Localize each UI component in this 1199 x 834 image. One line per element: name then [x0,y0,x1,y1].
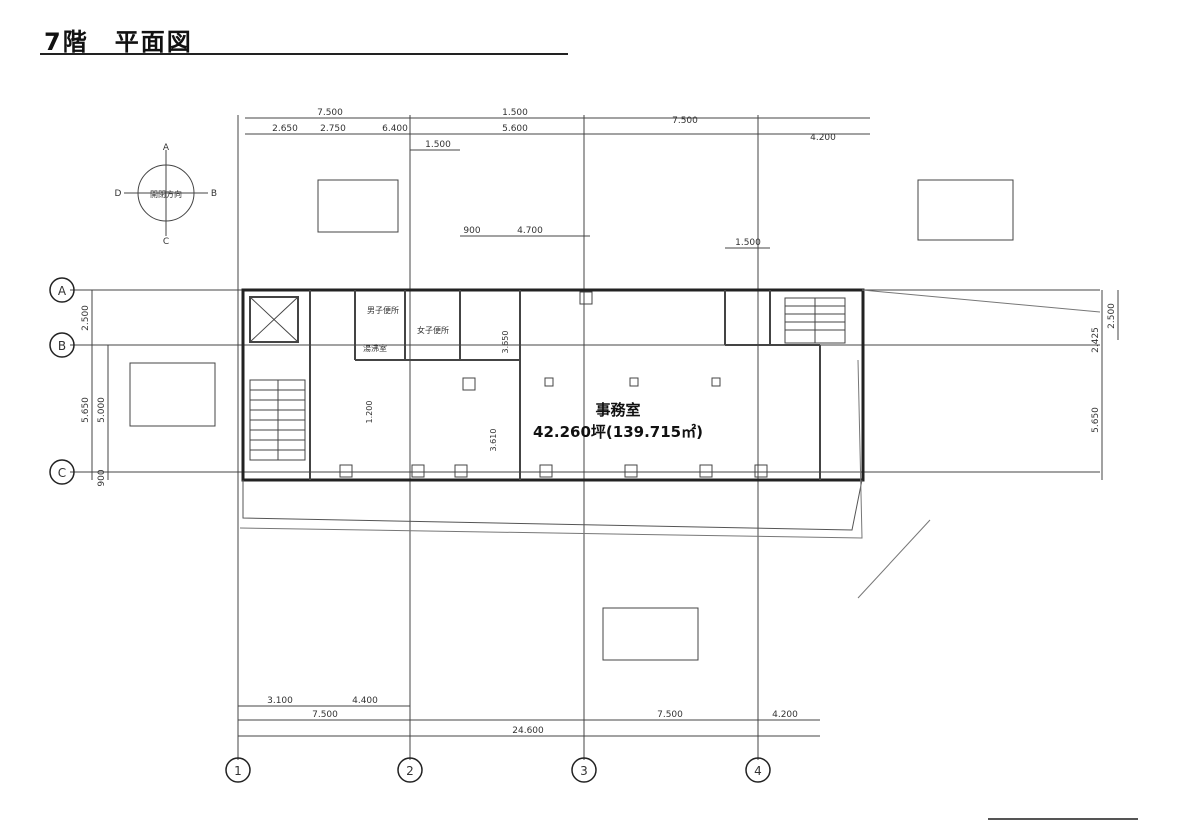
dim-left-a: 2.500 [81,305,91,331]
dim-top-1-a: 7.500 [317,108,343,118]
dim-bottom-2-a: 7.500 [312,710,338,720]
compass-south-label: C [163,237,169,247]
dim-top-2-a: 2.650 [272,124,298,134]
column [339,464,353,478]
compass-center-label: 開閉方向 [150,189,182,199]
grid-marker-3 [571,757,597,783]
dim-top-1-b: 1.500 [502,108,528,118]
column [579,291,593,305]
title-underline [40,53,568,55]
column [539,464,553,478]
site-line [857,519,931,599]
legend-table-1 [317,179,399,233]
site-line-north [861,289,1101,313]
footer-rule [988,818,1138,820]
room-label-kitchenette: 湯沸室 [363,343,387,353]
building-outer-wall [241,288,865,482]
dim-top-1-c: 7.500 [672,116,698,126]
elevator-shaft [249,296,299,343]
grid-label-2: 2 [406,764,414,778]
room-label-mens-wc: 男子便所 [367,305,399,315]
dim-top-5-a: 1.500 [735,238,761,248]
fixture-mark [544,377,554,387]
interior-dim-a: 1.200 [365,401,374,424]
grid-label-1: 1 [234,764,242,778]
legend-table-2 [917,179,1014,241]
grid-marker-1 [225,757,251,783]
room-label-womens-wc: 女子便所 [417,325,449,335]
dim-right-b: 2.500 [1107,303,1117,329]
grid-marker-2 [397,757,423,783]
compass-east-label: B [211,189,217,199]
room-name: 事務室 [595,401,640,419]
balcony-outline-outer [239,359,863,539]
column [754,464,768,478]
grid-marker-4 [745,757,771,783]
room-area: 42.260坪(139.715㎡) [533,423,703,441]
fixture-mark [629,377,639,387]
grid-marker-b [49,332,75,358]
column [411,464,425,478]
dim-left-d: 900 [97,469,107,486]
interior-dim-b: 3.610 [489,429,498,452]
column [454,464,468,478]
legend-table-4 [602,607,699,661]
dim-top-2-d: 5.600 [502,124,528,134]
dim-bottom-2-b: 7.500 [657,710,683,720]
grid-label-3: 3 [580,764,588,778]
dim-right-a: 2.425 [1091,327,1101,353]
column [624,464,638,478]
grid-marker-a [49,277,75,303]
elevator-cross-2 [249,296,299,343]
grid-label-b: B [58,339,66,353]
page-title: 7階 平面図 [44,28,193,56]
grid-label-a: A [58,284,67,298]
dim-top-4-b: 4.700 [517,226,543,236]
grid-marker-c [49,459,75,485]
legend-table-3 [129,362,216,427]
dim-left-c: 5.000 [97,397,107,423]
dim-bottom-1-a: 3.100 [267,696,293,706]
interior-dim-c: 3.650 [501,331,510,354]
dim-bottom-1-b: 4.400 [352,696,378,706]
grid-label-4: 4 [754,764,762,778]
dim-top-4-a: 900 [463,226,480,236]
column [699,464,713,478]
column [462,377,476,391]
balcony-outline [242,479,863,531]
compass-west-label: D [115,189,122,199]
dim-top-3-a: 1.500 [425,140,451,150]
grid-label-c: C [58,466,66,480]
fixture-mark [711,377,721,387]
dim-top-1-d: 4.200 [810,133,836,143]
dim-right-c: 5.650 [1091,407,1101,433]
dim-left-b: 5.650 [81,397,91,423]
dim-bottom-total: 24.600 [512,726,544,736]
compass-north-label: A [163,143,170,153]
dim-top-2-b: 2.750 [320,124,346,134]
dim-bottom-2-c: 4.200 [772,710,798,720]
dim-top-2-c: 6.400 [382,124,408,134]
